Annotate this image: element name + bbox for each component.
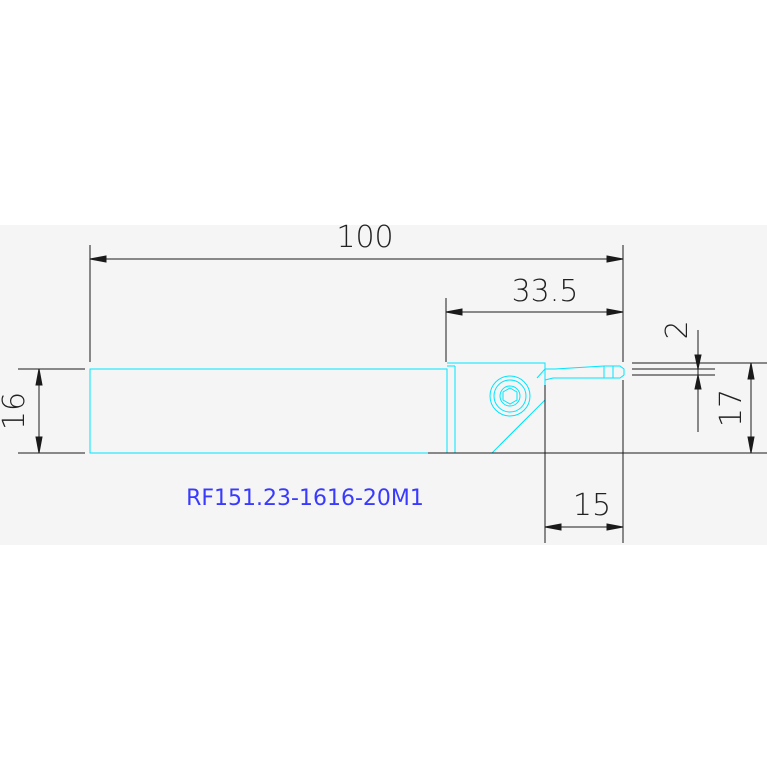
dimension-lines — [18, 245, 767, 543]
part-number-label: RF151.23-1616-20M1 — [186, 486, 424, 511]
dim-head-length: 33.5 — [512, 274, 579, 309]
clamp-screw-icon — [489, 375, 531, 417]
tool-blade — [536, 365, 625, 381]
dim-shank-height: 16 — [0, 392, 32, 430]
dim-cutting-height: 17 — [714, 389, 749, 427]
drawing-band — [0, 225, 767, 545]
dim-offset: 2 — [660, 320, 695, 339]
tool-chamfer — [499, 414, 531, 446]
dim-insert-depth: 15 — [573, 488, 611, 523]
dim-overall-length: 100 — [336, 220, 393, 255]
tool-shank — [89, 368, 448, 454]
